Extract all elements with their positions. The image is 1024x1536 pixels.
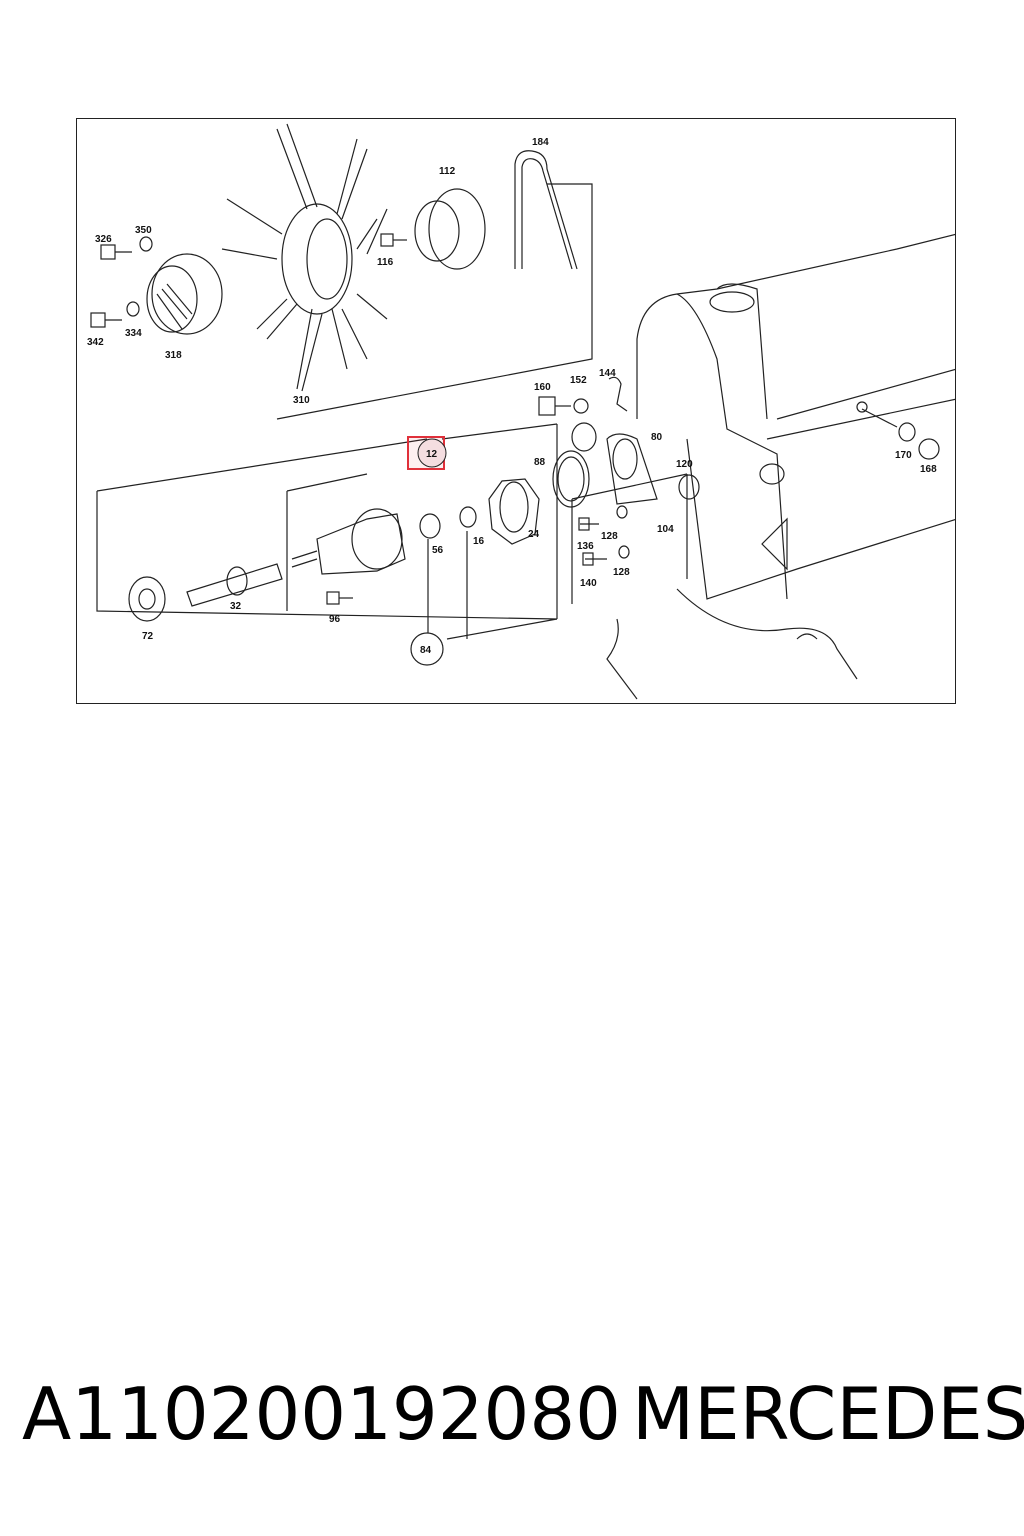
part-label-326: 326 xyxy=(95,234,112,245)
part-label-104: 104 xyxy=(657,524,674,535)
part-label-160: 160 xyxy=(534,382,551,393)
part-label-310: 310 xyxy=(293,395,310,406)
caption-bar: A110200192080 MERCEDES xyxy=(18,1372,1024,1472)
drive-belt xyxy=(514,150,578,270)
part-label-350: 350 xyxy=(135,225,152,236)
part-label-112: 112 xyxy=(439,166,456,177)
part-number: A110200192080 xyxy=(22,1372,621,1456)
engine-block xyxy=(636,233,955,600)
part-label-168: 168 xyxy=(920,464,937,475)
part-label-88: 88 xyxy=(534,457,546,468)
part-label-72: 72 xyxy=(142,631,154,642)
part-label-24: 24 xyxy=(528,529,540,540)
part-label-342: 342 xyxy=(87,337,104,348)
part-label-32: 32 xyxy=(230,601,242,612)
part-label-120: 120 xyxy=(676,459,693,470)
part-label-56: 56 xyxy=(432,545,444,556)
part-label-80: 80 xyxy=(651,432,663,443)
water-pump xyxy=(488,478,540,545)
part-label-184: 184 xyxy=(532,137,549,148)
fan-blade-assembly xyxy=(221,123,388,392)
part-label-96: 96 xyxy=(329,614,341,625)
part-label-128-upper: 128 xyxy=(601,531,618,542)
part-label-84: 84 xyxy=(420,645,432,656)
part-label-128-lower: 128 xyxy=(613,567,630,578)
part-label-140: 140 xyxy=(580,578,597,589)
part-label-144: 144 xyxy=(599,368,616,379)
exploded-parts-diagram: 184 112 326 350 116 342 334 318 310 160 … xyxy=(76,118,956,704)
part-label-136: 136 xyxy=(577,541,594,552)
part-label-170: 170 xyxy=(895,450,912,461)
part-label-16: 16 xyxy=(473,536,485,547)
pump-shaft xyxy=(186,563,283,607)
diagram-drawing: 184 112 326 350 116 342 334 318 310 160 … xyxy=(87,123,955,700)
part-label-152: 152 xyxy=(570,375,587,386)
brand-name: MERCEDES xyxy=(632,1372,1024,1456)
part-label-318: 318 xyxy=(165,350,182,361)
part-label-12: 12 xyxy=(426,449,438,460)
part-label-116: 116 xyxy=(377,257,394,268)
part-label-334: 334 xyxy=(125,328,142,339)
